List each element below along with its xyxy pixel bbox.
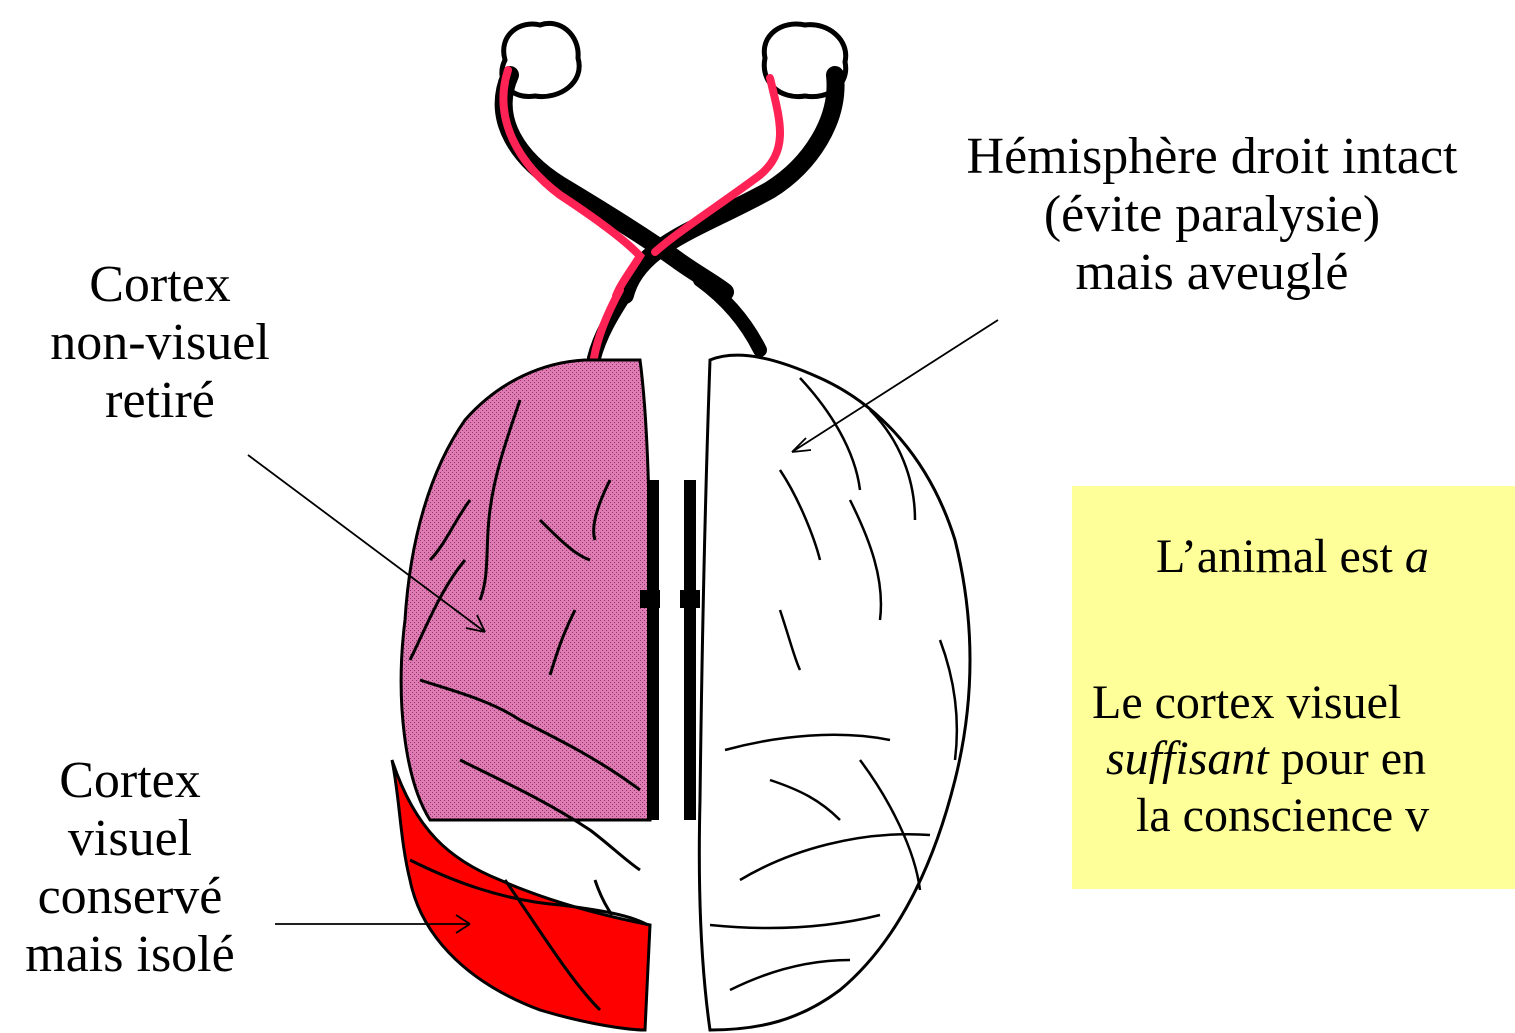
visual-label-line-2: visuel bbox=[0, 810, 260, 868]
nonvisual-label-line-2: non-visuel bbox=[20, 314, 300, 372]
nonvisual-label-line-1: Cortex bbox=[20, 256, 300, 314]
note-line-3: suffisant pour en bbox=[1106, 732, 1426, 786]
note-line-4: la conscience v bbox=[1136, 789, 1429, 843]
visual-label-line-3: conservé bbox=[0, 868, 260, 926]
right-hemisphere-label: Hémisphère droit intact (évite paralysie… bbox=[902, 128, 1515, 302]
right-hemisphere bbox=[699, 355, 970, 1030]
note-line-2: Le cortex visuel bbox=[1092, 676, 1401, 730]
right-label-line-1: Hémisphère droit intact bbox=[902, 128, 1515, 186]
right-label-line-2: (évite paralysie) bbox=[902, 186, 1515, 244]
note-line-1: L’animal est a bbox=[1156, 530, 1429, 584]
right-label-line-3: mais aveuglé bbox=[902, 244, 1515, 302]
nonvisual-label-line-3: retiré bbox=[20, 372, 300, 430]
optic-nerves bbox=[503, 70, 835, 358]
nonvisual-cortex-label: Cortex non-visuel retiré bbox=[20, 256, 300, 430]
visual-cortex-label: Cortex visuel conservé mais isolé bbox=[0, 752, 260, 984]
left-hemisphere-removed-cortex bbox=[401, 360, 650, 820]
callosum-cut bbox=[640, 480, 700, 820]
conclusion-note: L’animal est a Le cortex visuel suffisan… bbox=[1072, 486, 1515, 889]
visual-label-line-1: Cortex bbox=[0, 752, 260, 810]
visual-label-line-4: mais isolé bbox=[0, 926, 260, 984]
